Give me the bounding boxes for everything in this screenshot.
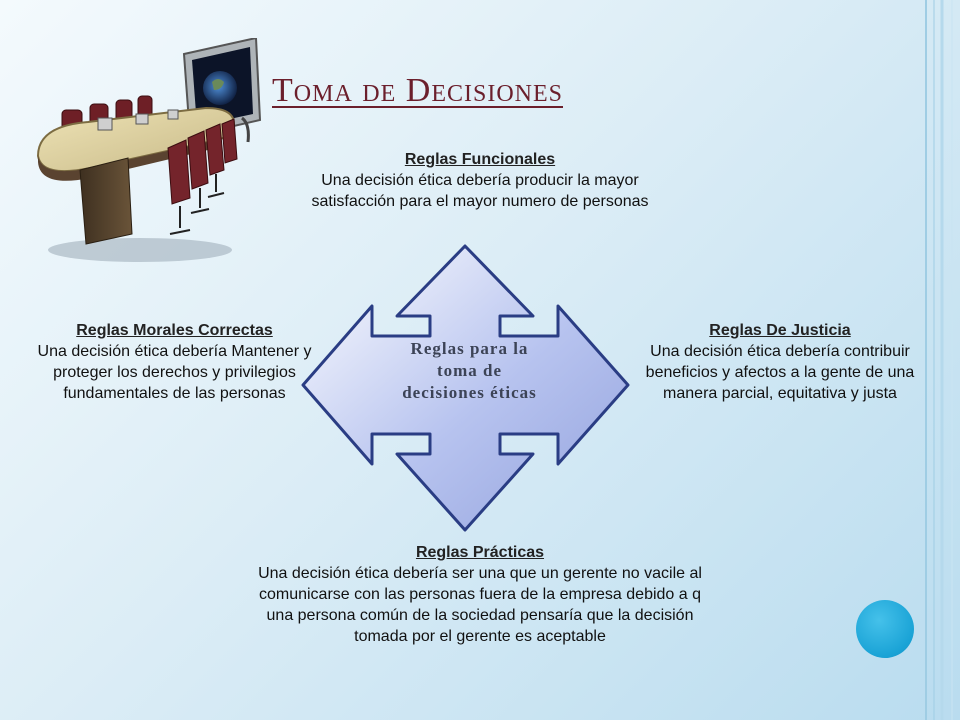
rule-block-practical: Reglas Prácticas Una decisión ética debe… (255, 542, 705, 647)
rule-heading: Reglas Prácticas (415, 544, 545, 561)
rule-block-moral: Reglas Morales Correctas Una decisión ét… (32, 320, 317, 404)
rule-body: Una decisión ética debería Mantener y pr… (37, 343, 312, 402)
slide-title: Toma de Decisiones (272, 72, 563, 109)
rule-heading: Reglas De Justicia (709, 322, 851, 339)
rule-block-functional: Reglas Funcionales Una decisión ética de… (300, 149, 660, 212)
rule-body: Una decisión ética debería ser una que u… (258, 565, 702, 645)
four-way-arrow-shape (301, 244, 630, 532)
rule-heading: Reglas Morales Correctas (76, 322, 273, 339)
rule-block-justice: Reglas De Justicia Una decisión ética de… (632, 320, 928, 404)
rule-heading: Reglas Funcionales (404, 151, 556, 168)
conference-table-icon (36, 38, 262, 262)
center-label: Reglas para la toma de decisiones éticas (402, 339, 537, 402)
accent-circle (856, 600, 914, 658)
edge-decoration (925, 0, 953, 720)
rule-body: Una decisión ética debería contribuir be… (645, 343, 915, 402)
rule-body: Una decisión ética debería producir la m… (311, 172, 649, 210)
